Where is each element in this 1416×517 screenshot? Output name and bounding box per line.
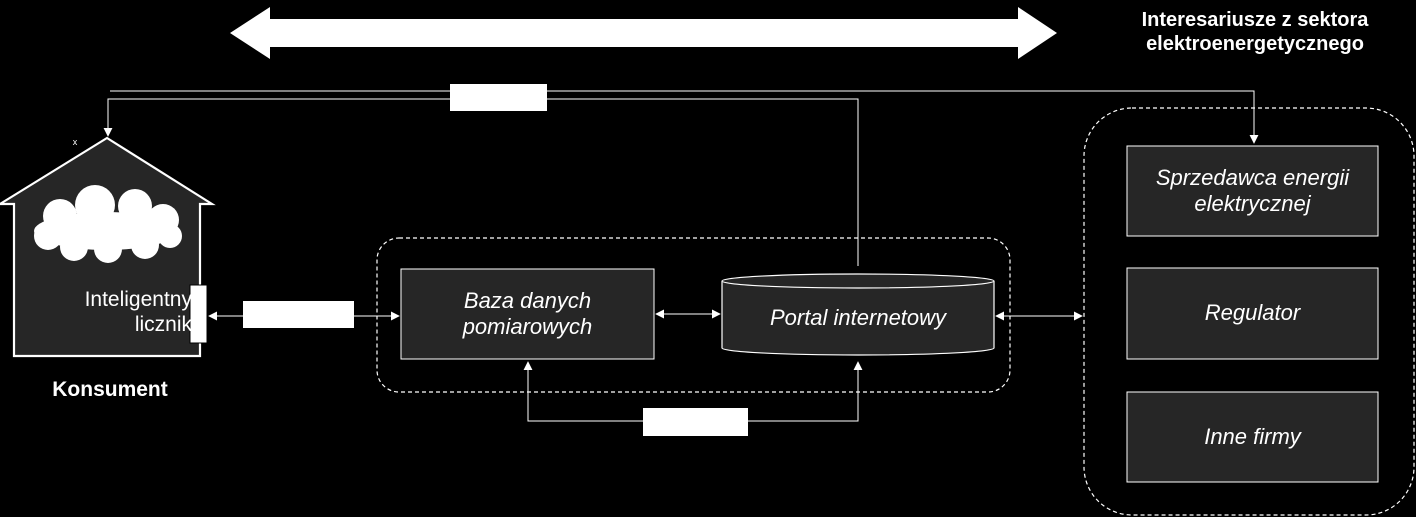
top-label-box	[450, 84, 547, 111]
stakeholders-title: Interesariusze z sektora elektroenergety…	[1141, 9, 1369, 55]
double-arrow-icon	[230, 7, 1057, 59]
cloud-icon	[34, 185, 182, 263]
portal-cylinder[interactable]	[721, 273, 995, 356]
portal-label: Portal internetowy	[769, 304, 947, 330]
top-feedback-line	[103, 98, 859, 266]
meter-label: Inteligentny licznik	[84, 288, 192, 337]
stakeholder-label-regulator: Regulator	[1204, 299, 1301, 325]
database-label: Baza danych pomiarowych	[462, 287, 593, 339]
stakeholder-box-other[interactable]	[1126, 391, 1379, 483]
stakeholder-box-seller[interactable]	[1126, 145, 1379, 237]
stakeholder-box-regulator[interactable]	[1126, 267, 1379, 360]
meter-icon	[189, 284, 208, 344]
consumer-label: Konsument	[52, 378, 168, 401]
stakeholder-label-seller: Sprzedawca energii elektrycznej	[1155, 164, 1350, 216]
bottom-label-box	[643, 408, 748, 436]
system-group	[376, 237, 1011, 393]
meter-label-box	[243, 301, 354, 328]
roof-mark: x	[72, 137, 78, 147]
stakeholder-label-other: Inne firmy	[1204, 423, 1301, 449]
database-box[interactable]	[400, 268, 655, 360]
stakeholders-group	[1083, 107, 1415, 516]
